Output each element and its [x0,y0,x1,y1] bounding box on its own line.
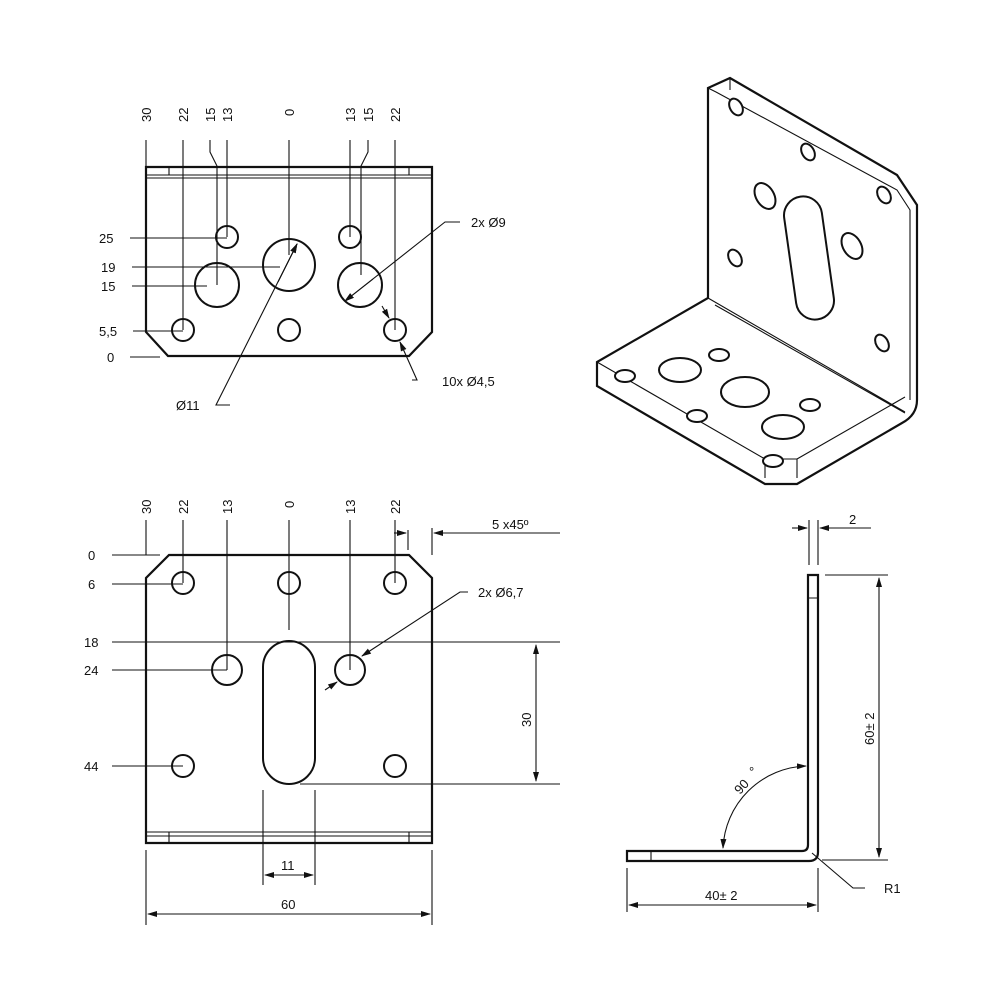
row-label: 25 [99,231,113,246]
overall-width-label: 60 [281,897,295,912]
height-label: 60± 2 [862,713,877,745]
small-holes-callout: 10x Ø4,5 [442,374,495,389]
row-label: 15 [101,279,115,294]
column-label: 13 [220,500,235,514]
holes-callout: 2x Ø6,7 [478,585,524,600]
column-label: 13 [343,108,358,122]
column-label: 22 [388,500,403,514]
column-label: 30 [139,500,154,514]
large-holes-callout: 2x Ø9 [471,215,506,230]
chamfer-label: 5 x45º [492,517,529,532]
column-label: 22 [176,500,191,514]
column-label: 0 [282,109,297,116]
row-label: 6 [88,577,95,592]
column-label: 15 [361,108,376,122]
column-label: 30 [139,108,154,122]
isometric-view [595,76,919,486]
row-label: 19 [101,260,115,275]
column-label: 15 [203,108,218,122]
front-view: 30 22 13 0 13 22 0 6 18 24 44 5 x45º 2x … [84,500,560,925]
angle-label: 90 [731,776,752,797]
column-label: 22 [176,108,191,122]
column-label: 13 [220,108,235,122]
hole [277,318,301,342]
angle-unit: ° [749,764,754,779]
row-label: 44 [84,759,98,774]
radius-label: R1 [884,881,901,896]
slot [262,640,316,785]
center-hole-callout: Ø11 [176,398,200,413]
length-label: 40± 2 [705,888,737,903]
column-label: 0 [282,501,297,508]
row-label: 5,5 [99,324,117,339]
column-label: 22 [388,108,403,122]
column-label: 13 [343,500,358,514]
top-view: 30 22 15 13 0 13 15 22 25 19 15 5,5 0 2x… [99,108,506,413]
row-label: 0 [88,548,95,563]
slot-width-label: 11 [281,858,295,873]
row-label: 18 [84,635,98,650]
row-label: 24 [84,663,98,678]
row-label: 0 [107,350,114,365]
thickness-label: 2 [849,512,856,527]
side-view: 2 60± 2 40± 2 90 ° R1 [625,512,901,912]
slot-length-label: 30 [519,713,534,727]
hole-large [337,262,383,308]
